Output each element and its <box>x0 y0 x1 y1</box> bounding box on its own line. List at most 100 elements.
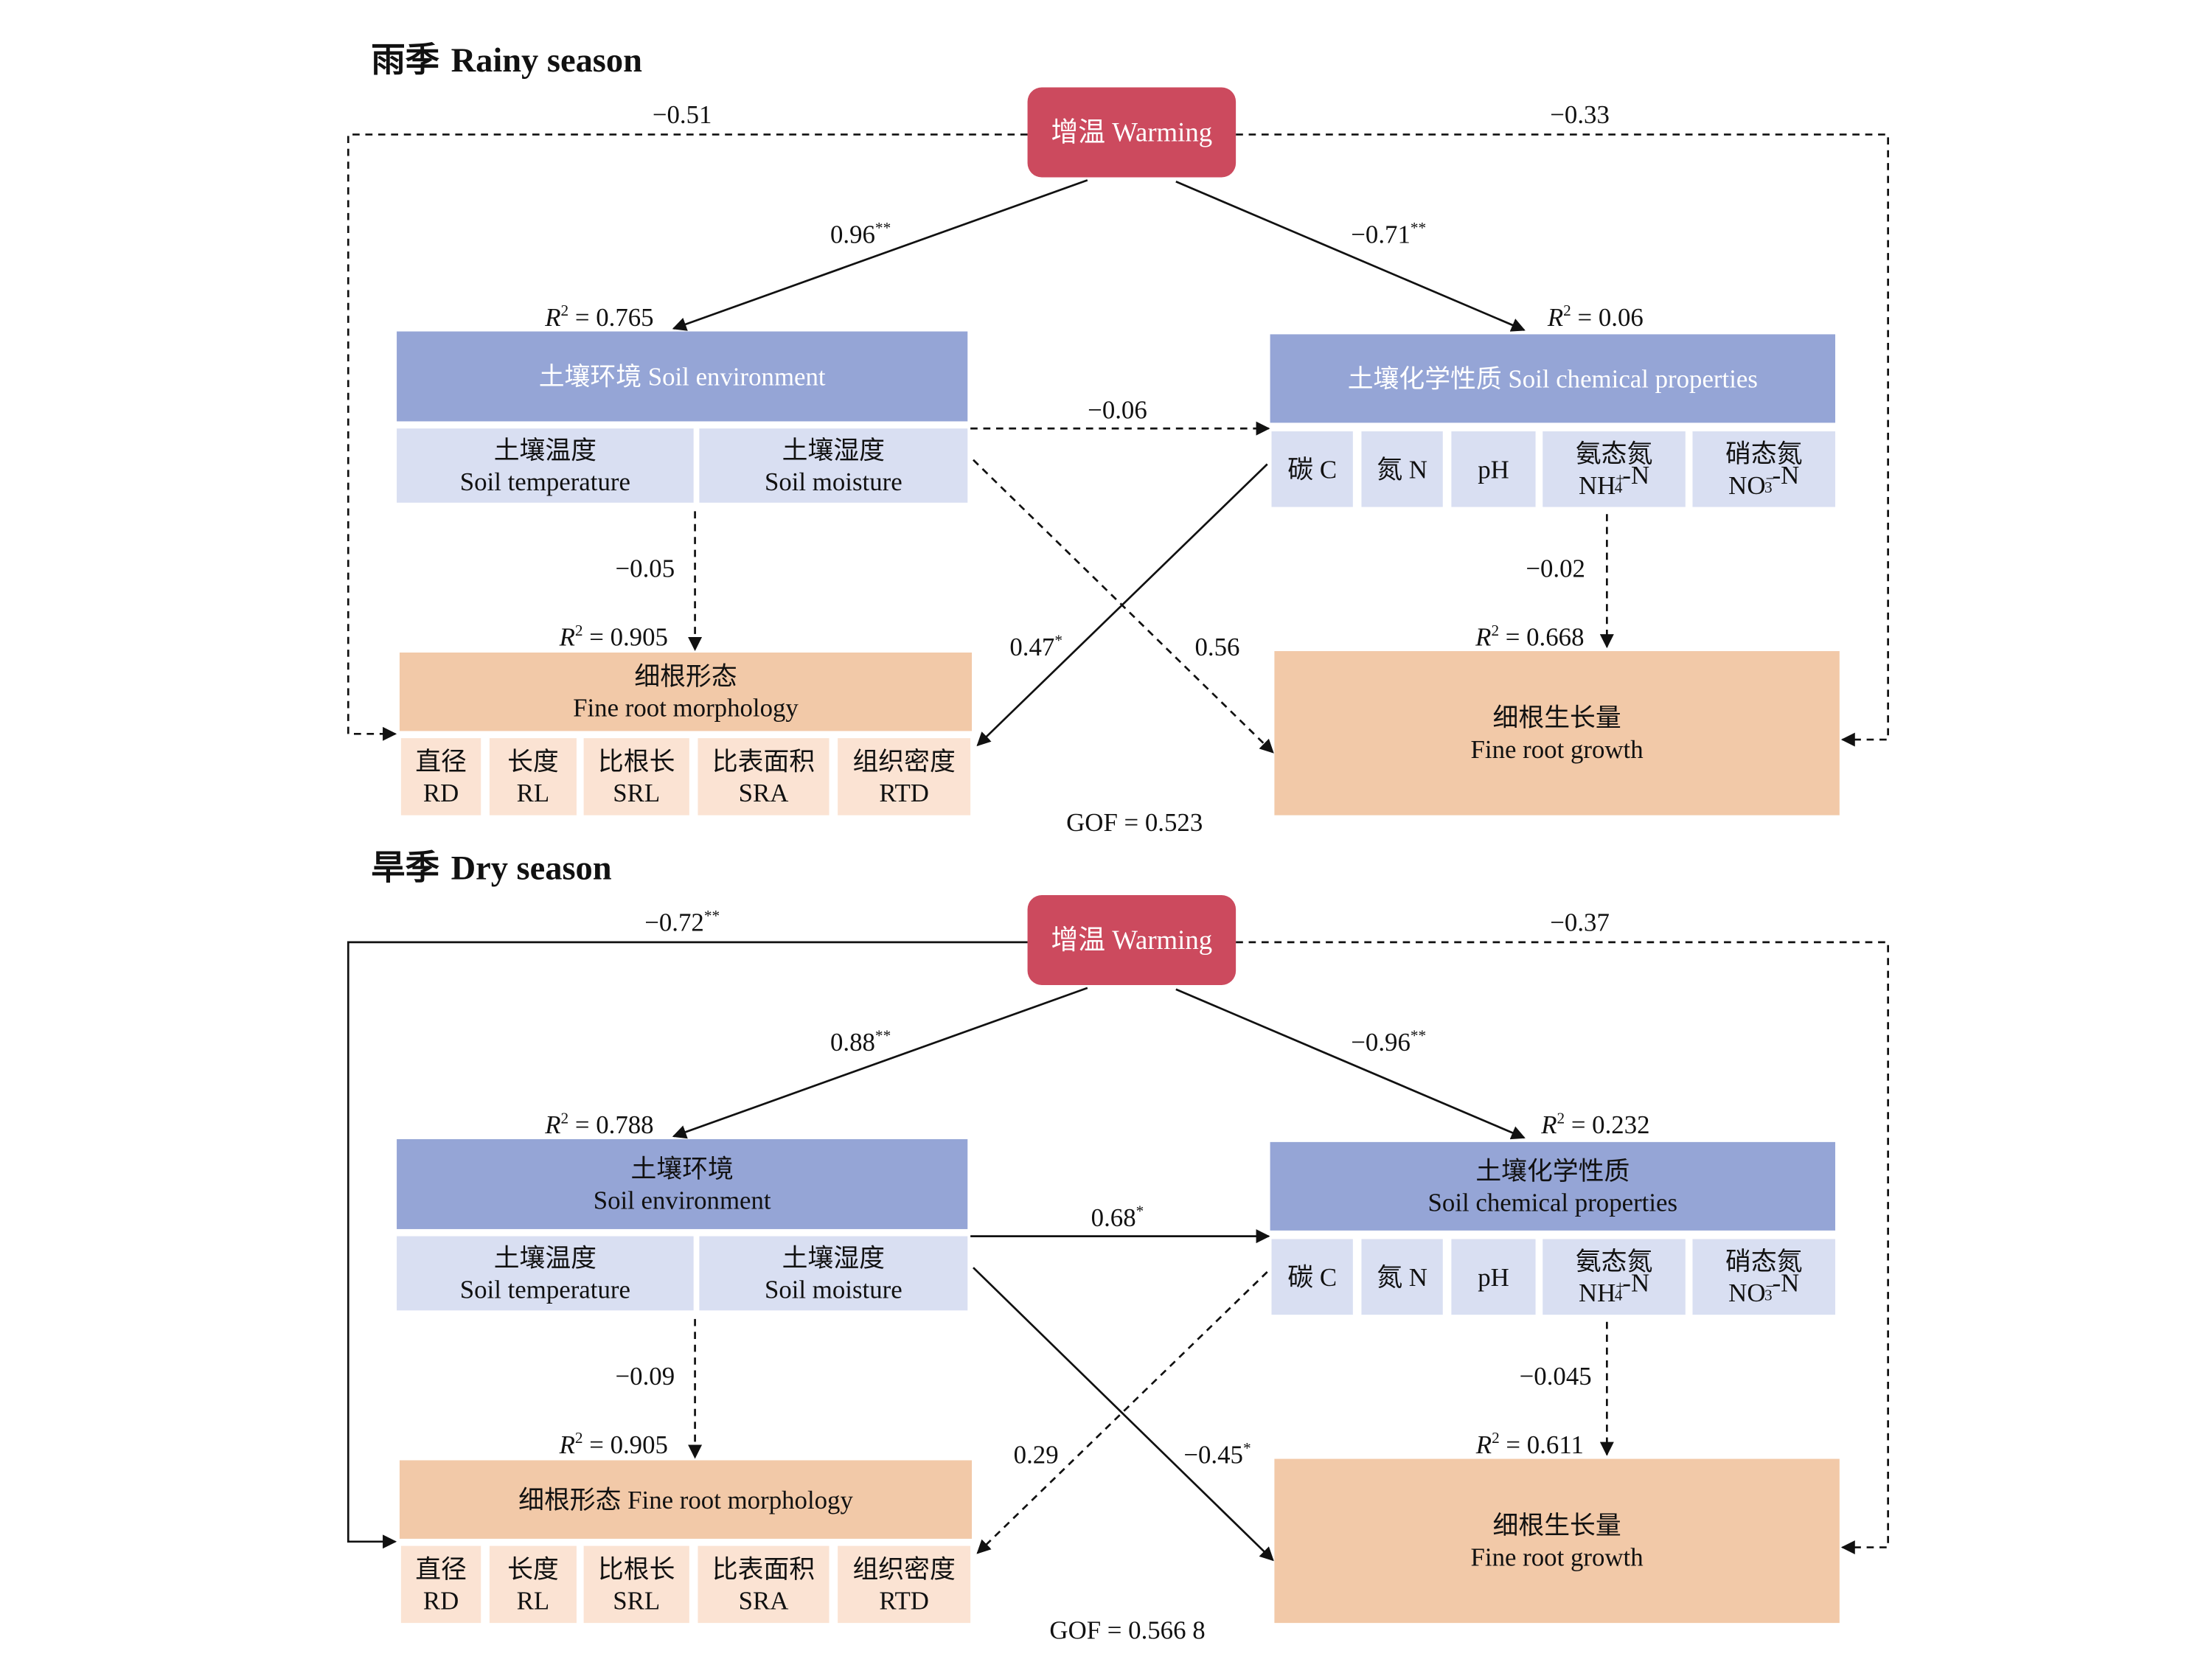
r2-exponent: 2 <box>1563 302 1571 319</box>
morph-indicator-box <box>583 1545 689 1624</box>
coef-value: −0.37 <box>1550 908 1610 936</box>
coef-value: 0.88 <box>830 1028 875 1057</box>
chem-indicator-label: pH <box>1478 455 1509 484</box>
path-env-growth <box>973 459 1274 754</box>
chem-indicator-label-segment: 氮 N <box>1377 455 1427 484</box>
chem-indicator-label-segment: NH <box>1579 471 1615 500</box>
chem-indicator-label-segment: + <box>1615 1278 1624 1295</box>
morph-indicator-label-segment: 长度 <box>507 1555 559 1584</box>
chem-indicator-label-segment: pH <box>1478 1263 1509 1292</box>
significance-mark: ** <box>704 907 720 925</box>
morph-indicator-label-segment: 组织密度 <box>852 747 955 776</box>
r2-exponent: 2 <box>575 622 583 639</box>
chem-indicator-label-segment: 氨态氮 <box>1576 439 1653 468</box>
path-coefficient: 0.47* <box>1009 631 1062 661</box>
chem-indicator-label-segment: − <box>1765 1278 1774 1295</box>
morph-indicator-box <box>583 738 689 815</box>
chem-indicator-label-segment: -N <box>1622 1269 1649 1298</box>
coef-value: −0.02 <box>1526 554 1585 582</box>
growth-label-segment: 细根生长量 <box>1493 703 1621 732</box>
r2-label-morph: R2 = 0.905 <box>559 1429 668 1459</box>
path-coefficient: −0.37 <box>1550 908 1610 936</box>
warming-box <box>1027 87 1237 178</box>
chem-indicator-box <box>1692 431 1836 507</box>
r2-value: 0.668 <box>1526 622 1584 651</box>
path-coefficient: −0.05 <box>616 554 675 582</box>
coef-value: −0.045 <box>1520 1362 1592 1391</box>
significance-mark: * <box>1054 631 1062 649</box>
r2-exponent: 2 <box>561 1110 569 1127</box>
chem-indicator-label-segment: 4 <box>1615 1287 1623 1304</box>
env-indicator-label-segment: Soil temperature <box>460 467 630 496</box>
r2-symbol: R <box>1475 1430 1492 1459</box>
morph-indicator-box <box>698 738 830 815</box>
chem-indicator-label-segment: 氨态氮 <box>1576 1248 1653 1276</box>
morph-indicator-label-segment: RTD <box>879 1586 929 1615</box>
env-indicator-label-segment: Soil moisture <box>765 1275 902 1304</box>
morph-indicator-label-segment: RL <box>517 779 550 807</box>
significance-mark: ** <box>1411 219 1426 237</box>
r2-value: 0.788 <box>596 1110 653 1139</box>
coef-value: 0.29 <box>1014 1440 1059 1469</box>
r2-label-growth: R2 = 0.611 <box>1475 1429 1584 1459</box>
path-coefficient: −0.33 <box>1550 100 1610 129</box>
coef-value: −0.96 <box>1351 1028 1411 1057</box>
chem-header-label: 土壤化学性质 Soil chemical properties <box>1348 365 1758 394</box>
chem-indicator-label-segment: 氮 N <box>1377 1263 1427 1292</box>
env-header-box <box>397 331 968 422</box>
node-warming: 增温 Warming <box>1027 87 1237 178</box>
path-env-growth <box>973 1267 1274 1562</box>
coef-value: 0.47 <box>1009 633 1054 661</box>
coef-value: −0.45 <box>1183 1440 1243 1469</box>
env-indicator-box <box>397 1236 694 1311</box>
chem-indicator-box <box>1543 431 1686 507</box>
significance-mark: ** <box>875 219 891 237</box>
morph-indicator-label-segment: RD <box>423 779 459 807</box>
morph-indicator-label-segment: SRA <box>739 779 789 807</box>
path-coefficient: −0.96** <box>1351 1026 1426 1057</box>
morph-indicator-box <box>838 1545 971 1624</box>
coef-value: −0.72 <box>644 908 704 936</box>
morph-header-label-segment: Fine root morphology <box>573 694 799 723</box>
path-chem-morph <box>976 1271 1268 1554</box>
path-coefficient: −0.045 <box>1520 1362 1592 1391</box>
r2-equals: = <box>1565 1110 1592 1139</box>
warming-label: 增温 Warming <box>1051 925 1213 955</box>
morph-indicator-box <box>838 738 971 815</box>
title-en: Dry season <box>451 850 612 888</box>
morph-header-box <box>399 1460 973 1539</box>
chem-indicator-box <box>1361 1239 1443 1315</box>
coef-value: −0.06 <box>1088 396 1147 425</box>
chem-header-label-segment: 土壤化学性质 Soil chemical properties <box>1348 365 1758 394</box>
r2-symbol: R <box>1547 303 1563 332</box>
chem-indicator-box <box>1271 1239 1353 1315</box>
r2-value: 0.905 <box>611 1430 668 1459</box>
env-indicator-label-segment: 土壤湿度 <box>782 1244 885 1273</box>
morph-indicator-label-segment: 比表面积 <box>712 747 815 776</box>
r2-value: 0.06 <box>1599 303 1644 332</box>
chem-indicator-label-segment: NO <box>1728 471 1765 500</box>
path-w-left <box>347 941 1028 1549</box>
chem-indicator-label: 碳 C <box>1287 1263 1337 1292</box>
path-coefficient: −0.71** <box>1351 219 1426 249</box>
coef-value: −0.51 <box>653 100 712 129</box>
chem-indicator-box <box>1361 431 1443 507</box>
chem-indicator-label-segment: + <box>1615 470 1624 487</box>
path-coefficient: −0.06 <box>1088 396 1147 425</box>
morph-indicator-label-segment: 直径 <box>415 747 467 776</box>
path-w-env <box>672 179 1088 331</box>
r2-symbol: R <box>1540 1110 1557 1139</box>
chem-header-label-segment: 土壤化学性质 <box>1475 1157 1630 1186</box>
